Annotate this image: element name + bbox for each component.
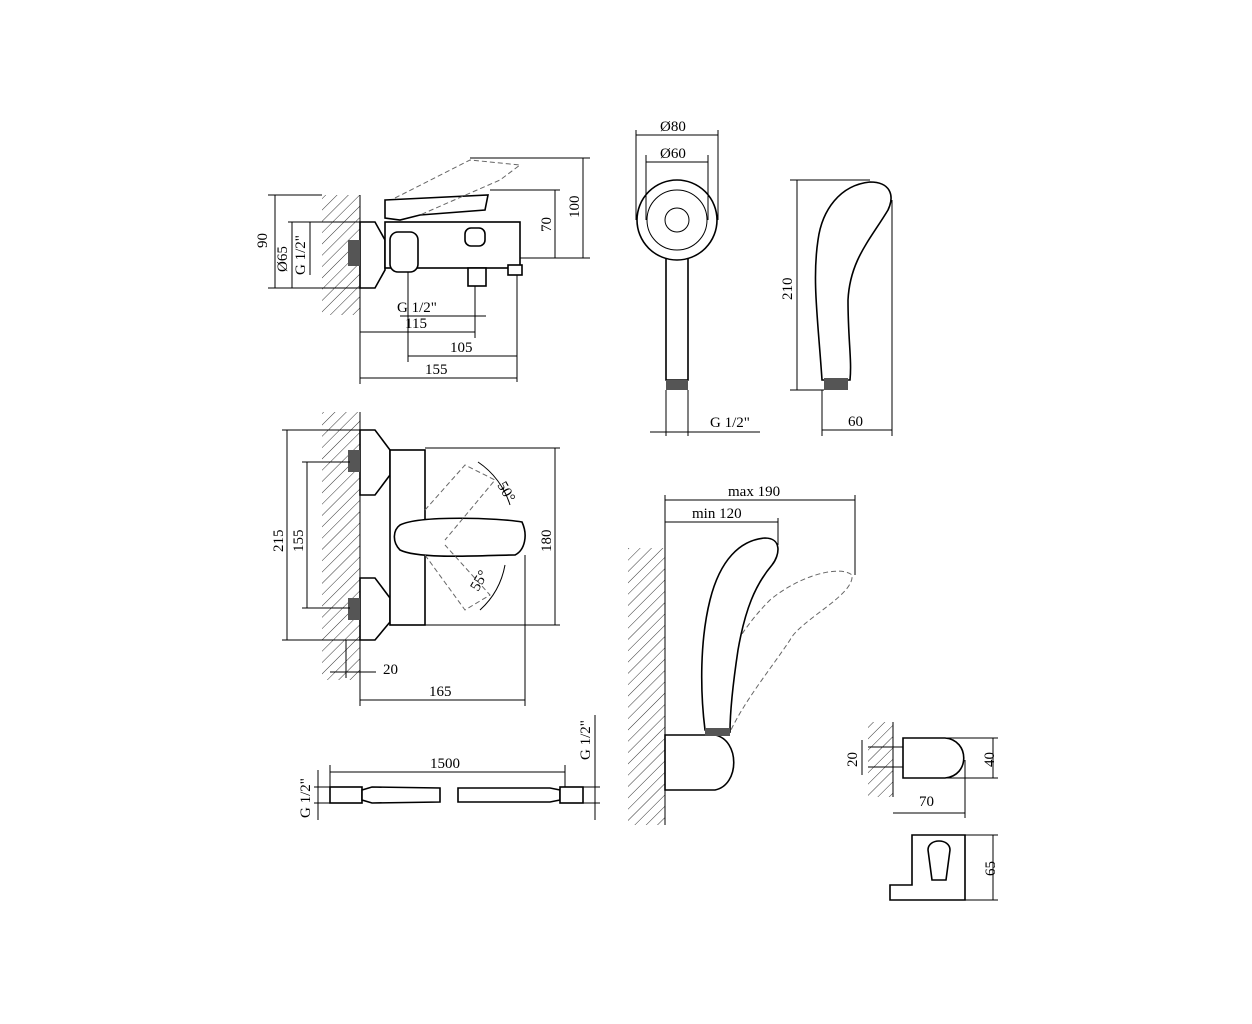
dim-inlet-spacing: 155 <box>291 530 307 553</box>
dim-spout-length: 105 <box>450 340 473 356</box>
dim-depth-outlet: 115 <box>405 316 427 332</box>
dim-front-depth: 165 <box>429 684 452 700</box>
dim-height-total: 90 <box>255 233 271 248</box>
dim-outlet-thread: G 1/2" <box>397 300 437 316</box>
dim-body-width: 180 <box>539 530 555 553</box>
hose-view: G 1/2" 1500 G 1/2" <box>298 715 600 820</box>
mixer-front-view <box>322 412 526 680</box>
shower-head-front: Ø80 Ø60 G 1/2" <box>635 119 760 436</box>
mixer-side-dimensions: 90 Ø65 G 1/2" 70 100 G 1/2" 115 105 155 <box>255 157 590 384</box>
shower-head-side: 210 60 <box>780 179 893 436</box>
mixer-side-view <box>322 159 523 315</box>
dim-max-reach: max 190 <box>728 484 780 500</box>
dim-min-reach: min 120 <box>692 506 742 522</box>
dim-width-total: 215 <box>271 530 287 553</box>
dim-shower-thread: G 1/2" <box>710 415 750 431</box>
dim-face-diameter: Ø60 <box>660 146 686 162</box>
dim-angle-up: 50° <box>494 479 518 505</box>
dim-height-max: 100 <box>567 196 583 219</box>
dim-bracket-depth: 70 <box>919 794 934 810</box>
dim-hose-length: 1500 <box>430 756 460 772</box>
bracket-view: 20 40 70 65 <box>845 722 999 901</box>
dim-inlet-thread: G 1/2" <box>293 235 309 275</box>
dim-shower-depth: 60 <box>848 414 863 430</box>
dim-outer-diameter: Ø80 <box>660 119 686 135</box>
dim-bracket-width: 65 <box>983 861 999 876</box>
dim-bracket-height: 40 <box>982 752 998 767</box>
dim-hose-thread-right: G 1/2" <box>578 720 594 760</box>
wall-holder-view: max 190 min 120 <box>628 484 856 825</box>
dim-height-spout: 70 <box>539 217 555 232</box>
dim-eccentric: 20 <box>383 662 398 678</box>
dim-depth-total: 155 <box>425 362 448 378</box>
dim-angle-down: 55° <box>468 568 492 594</box>
dim-screw-spacing: 20 <box>845 752 861 767</box>
dim-hose-thread-left: G 1/2" <box>298 778 314 818</box>
dim-flange-diameter: Ø65 <box>275 246 291 272</box>
dim-shower-length: 210 <box>780 278 796 301</box>
